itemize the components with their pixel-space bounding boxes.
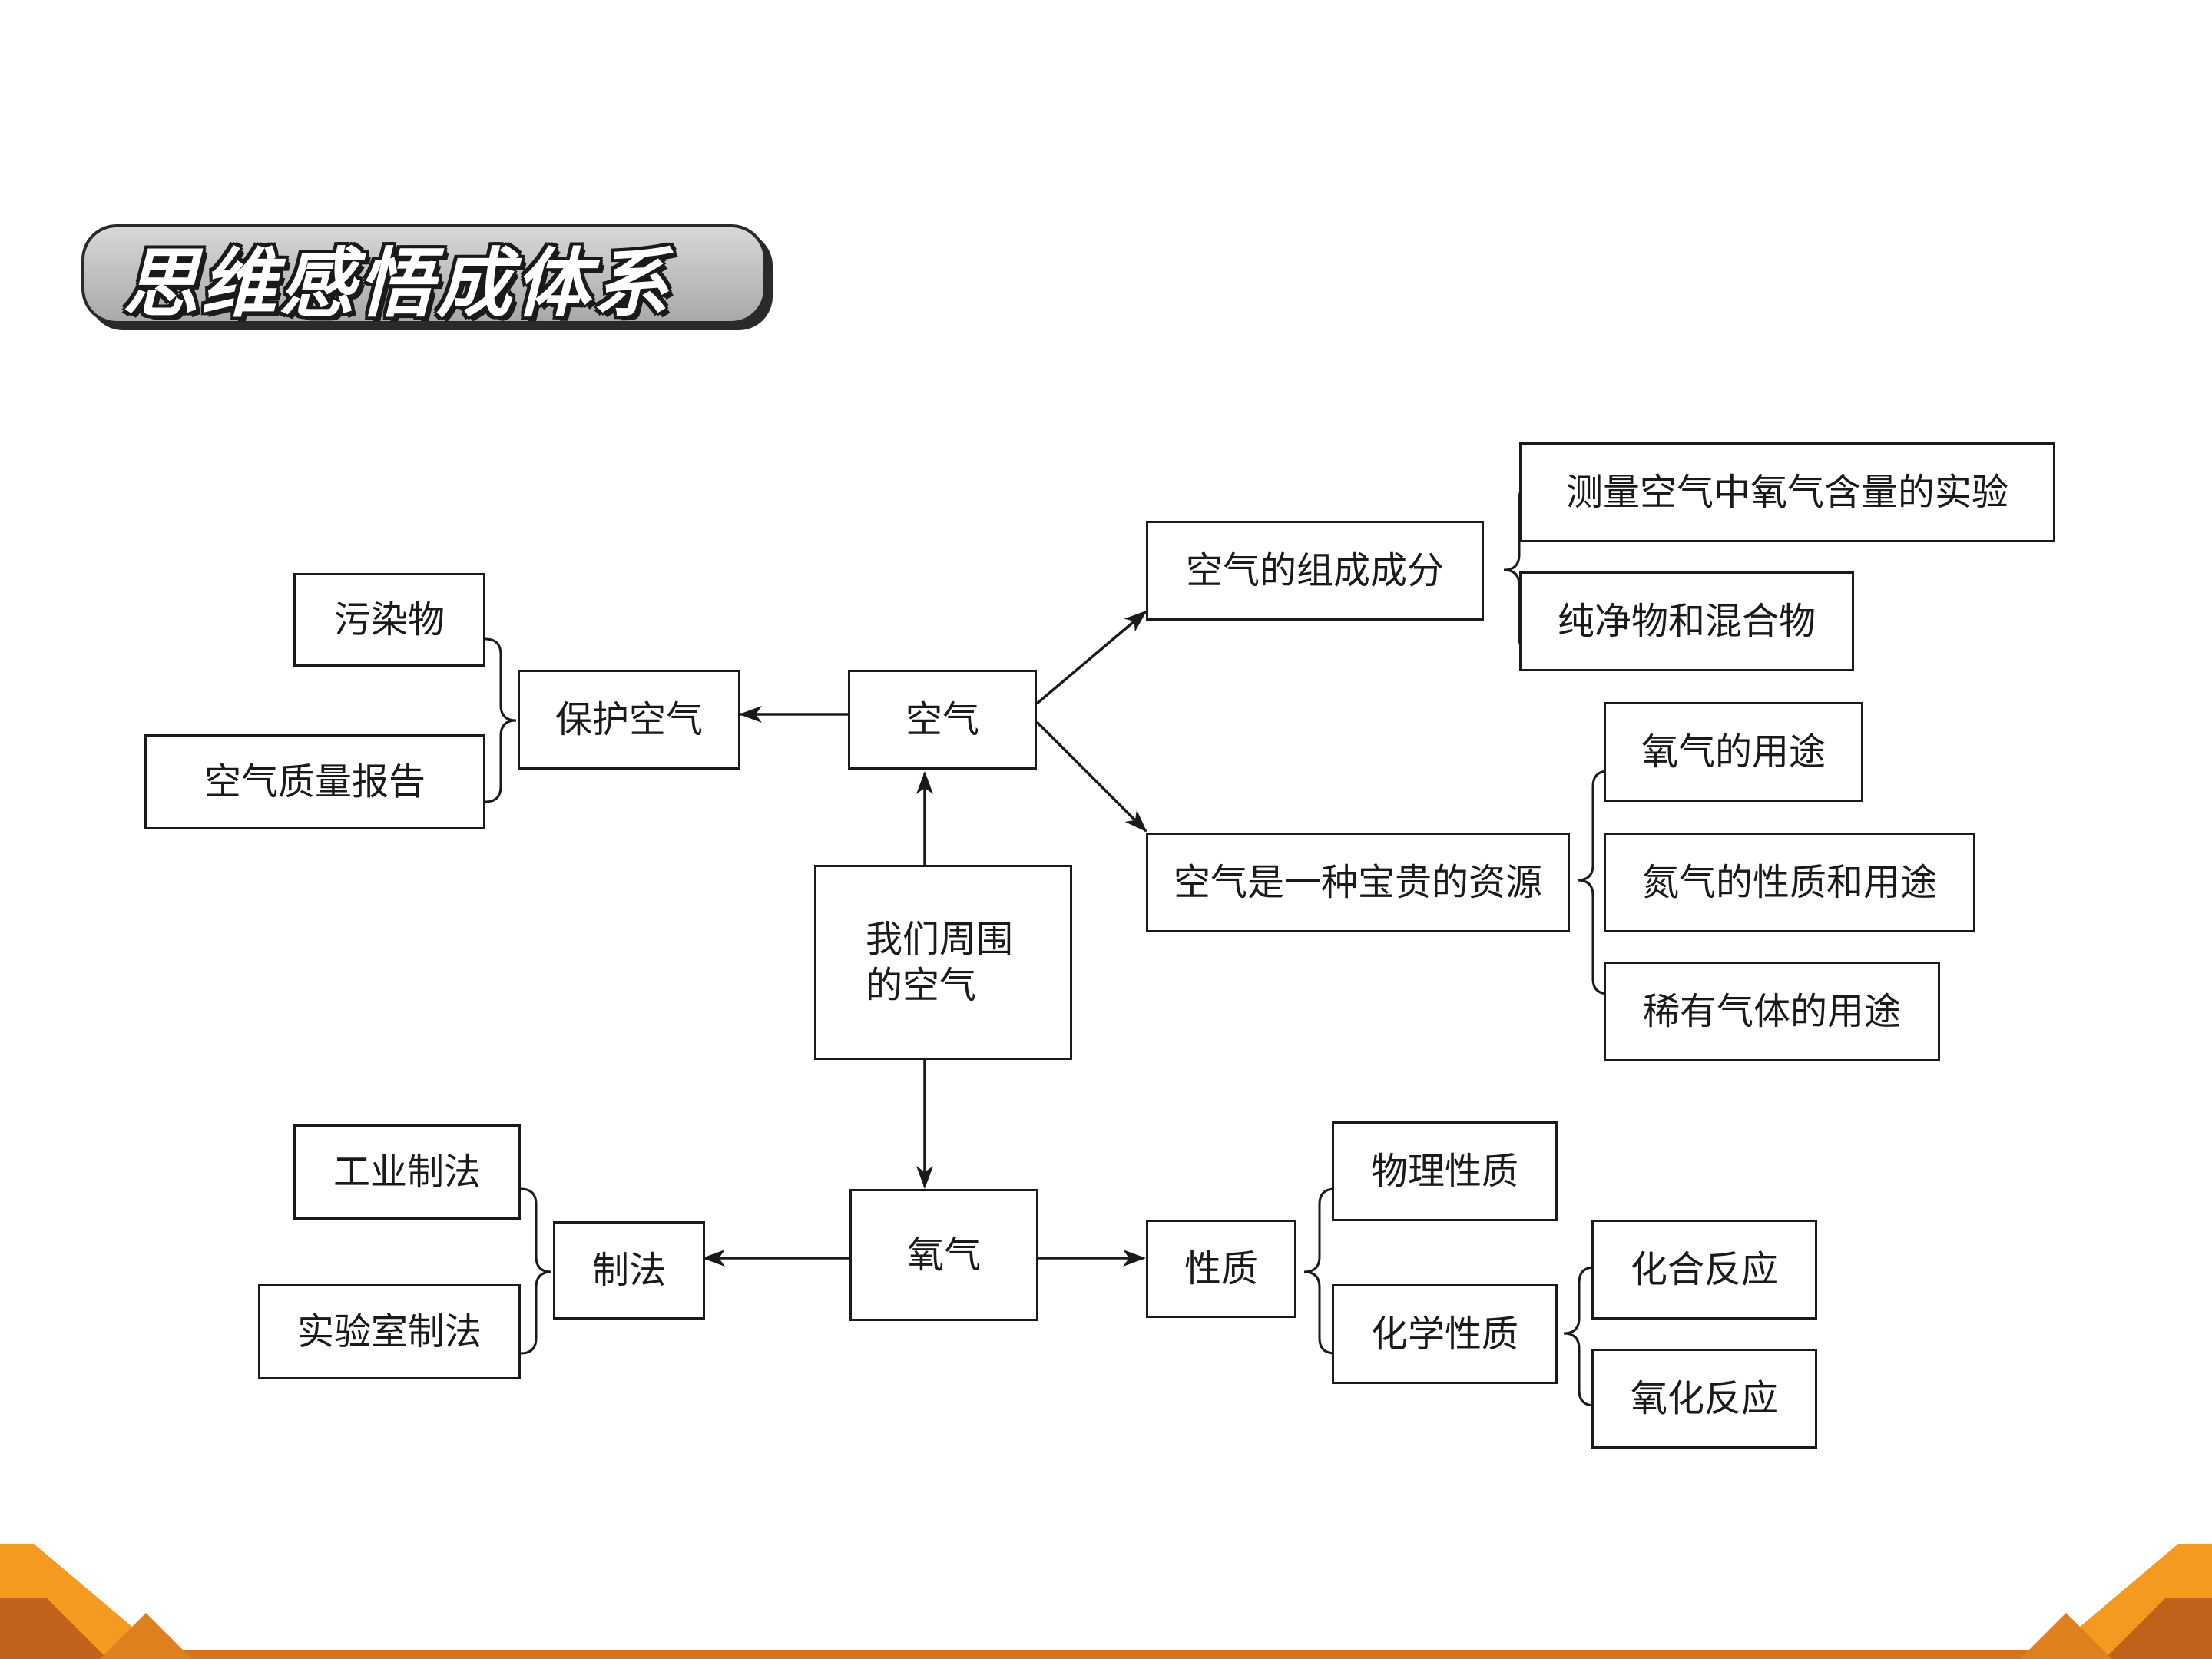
- node-properties: 性质: [1146, 1220, 1296, 1318]
- brace-resource: [1577, 770, 1609, 995]
- arrow-air-to-resource: [1035, 720, 1147, 833]
- node-air: 空气: [848, 670, 1037, 770]
- connectors: [702, 610, 1147, 1267]
- node-center: 我们周围 的空气: [814, 865, 1072, 1060]
- bottom-decoration: [0, 1544, 2212, 1659]
- node-composition: 空气的组成成分: [1146, 521, 1484, 621]
- title-banner: [81, 224, 773, 330]
- node-oxygen: 氧气: [849, 1189, 1038, 1321]
- node-resource: 空气是一种宝贵的资源: [1146, 833, 1570, 932]
- node-industrial: 工业制法: [293, 1124, 521, 1220]
- node-physical: 物理性质: [1332, 1121, 1558, 1221]
- node-nitrogen: 氮气的性质和用途: [1604, 833, 1975, 932]
- node-preparation: 制法: [553, 1221, 705, 1320]
- node-pure-mixture: 纯净物和混合物: [1519, 571, 1854, 671]
- brace-preparation: [520, 1187, 552, 1355]
- node-combination: 化合反应: [1591, 1220, 1817, 1320]
- node-air-quality-report: 空气质量报告: [144, 734, 485, 830]
- node-protect-air: 保护空气: [518, 670, 740, 770]
- node-oxidation: 氧化反应: [1591, 1349, 1817, 1449]
- node-oxygen-use: 氧气的用途: [1604, 702, 1863, 802]
- node-chemical: 化学性质: [1332, 1284, 1558, 1384]
- node-pollutants: 污染物: [293, 573, 485, 667]
- node-lab: 实验室制法: [258, 1284, 521, 1379]
- brace-protect: [485, 637, 517, 803]
- page-title: 思维感悟成体系: [123, 240, 672, 328]
- brace-properties: [1303, 1187, 1336, 1355]
- node-noble-gas: 稀有气体的用途: [1604, 962, 1940, 1061]
- node-measure-oxygen: 测量空气中氧气含量的实验: [1519, 442, 2055, 542]
- arrow-air-to-composition: [1035, 610, 1147, 705]
- brace-chemical: [1563, 1266, 1595, 1407]
